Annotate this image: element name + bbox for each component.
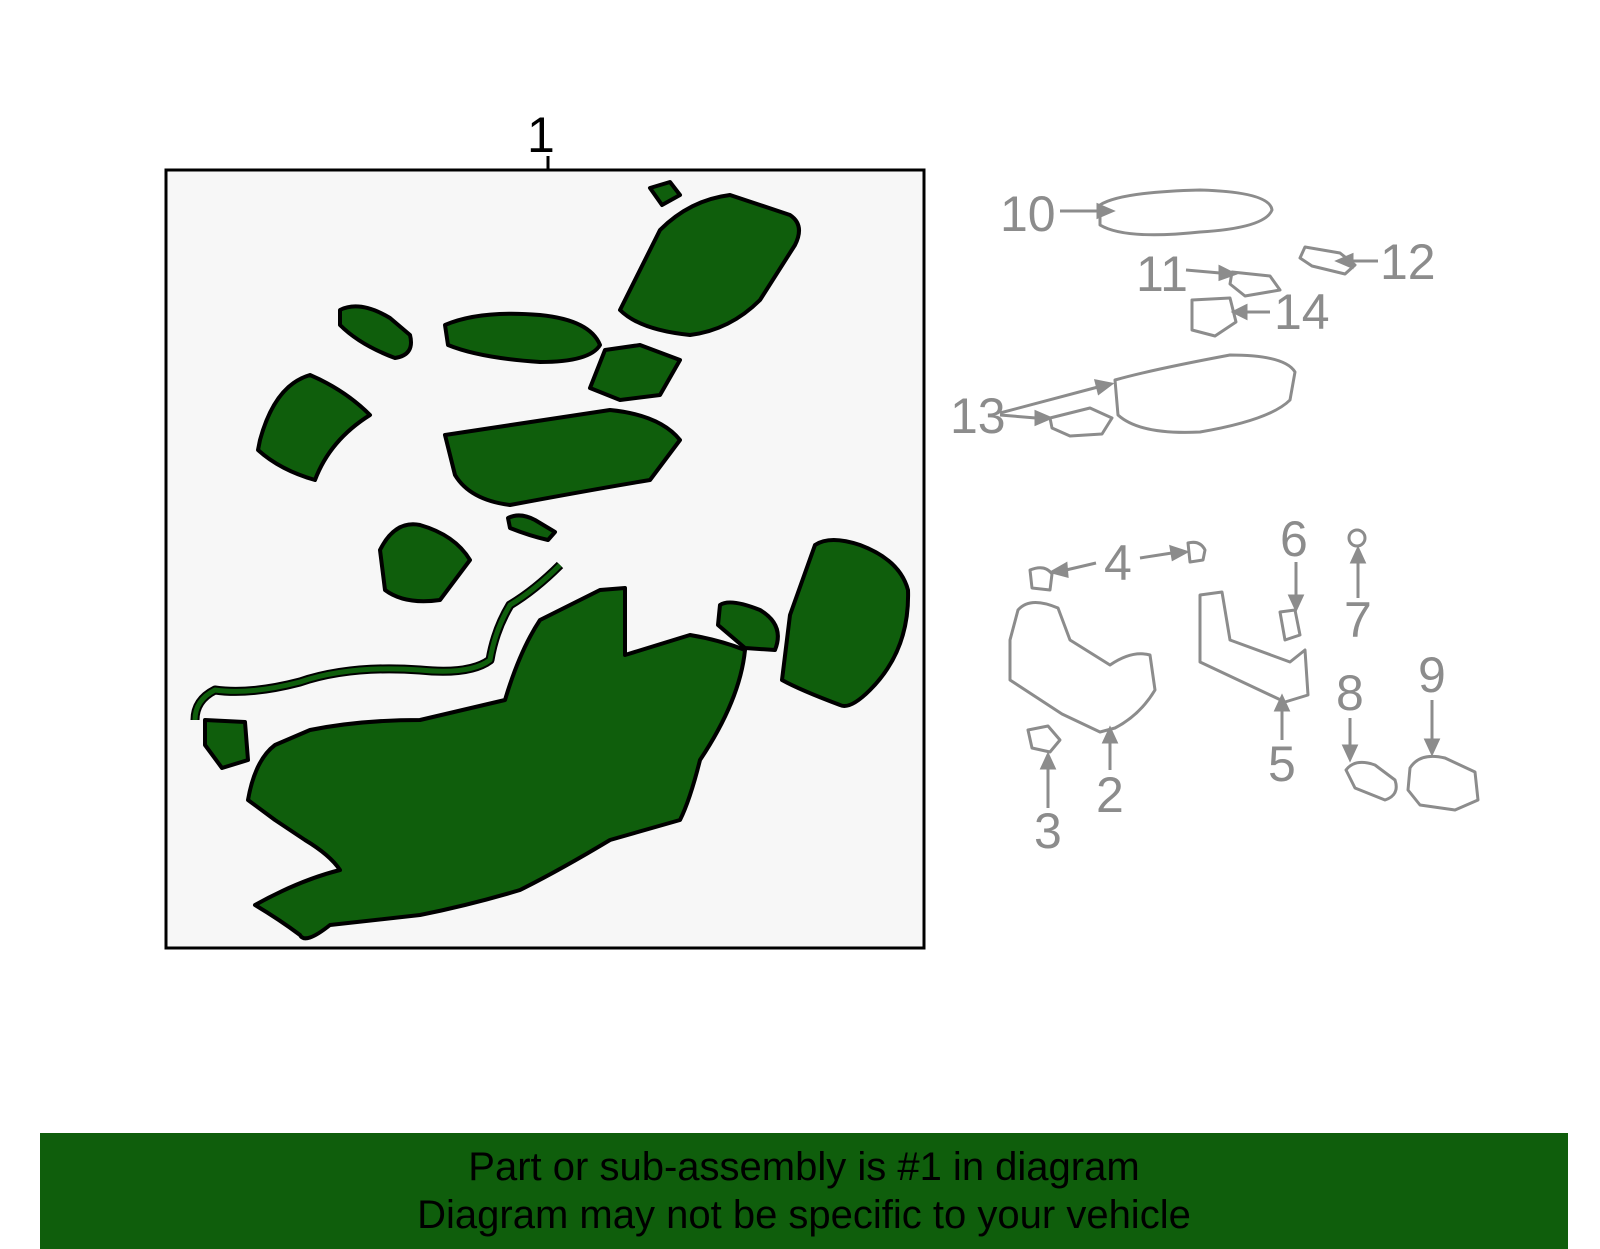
part-7 bbox=[1347, 528, 1367, 548]
storage-tray bbox=[443, 408, 682, 507]
banner-line-2: Diagram may not be specific to your vehi… bbox=[417, 1193, 1191, 1237]
cup-holder bbox=[378, 522, 472, 604]
part-14 bbox=[1190, 296, 1238, 338]
part-11 bbox=[1228, 270, 1282, 298]
connector bbox=[203, 718, 250, 770]
lid-small bbox=[338, 304, 413, 360]
part-3 bbox=[1026, 724, 1062, 754]
callout-14[interactable]: 14 bbox=[1274, 284, 1330, 340]
part-2 bbox=[1008, 601, 1157, 734]
callout-13[interactable]: 13 bbox=[950, 388, 1006, 444]
callout-3[interactable]: 3 bbox=[1034, 803, 1062, 859]
part-13a bbox=[1113, 353, 1297, 434]
part-9 bbox=[1406, 754, 1480, 812]
wiring-harness-core bbox=[192, 563, 562, 721]
hinge-bracket bbox=[588, 343, 682, 402]
part-5 bbox=[1198, 590, 1310, 704]
small-pad bbox=[506, 513, 557, 542]
callout-6[interactable]: 6 bbox=[1280, 511, 1308, 567]
rear-panel bbox=[780, 538, 911, 708]
callout-9[interactable]: 9 bbox=[1418, 647, 1446, 703]
banner-line-1: Part or sub-assembly is #1 in diagram bbox=[468, 1145, 1140, 1189]
console-body bbox=[246, 586, 747, 941]
part-4a bbox=[1028, 566, 1054, 592]
part-13b bbox=[1048, 406, 1114, 438]
console-assembly[interactable] bbox=[190, 180, 911, 941]
part-12 bbox=[1298, 245, 1357, 276]
callout-4[interactable]: 4 bbox=[1104, 535, 1132, 591]
callout-8[interactable]: 8 bbox=[1336, 665, 1364, 721]
callout-12[interactable]: 12 bbox=[1380, 234, 1436, 290]
ghost-parts bbox=[1008, 188, 1480, 812]
part-8 bbox=[1344, 760, 1398, 802]
callout-2[interactable]: 2 bbox=[1096, 767, 1124, 823]
rear-bin bbox=[618, 193, 801, 337]
small-pad-right bbox=[716, 600, 780, 652]
info-banner: Part or sub-assembly is #1 in diagram Di… bbox=[40, 1133, 1568, 1249]
callout-1[interactable]: 1 bbox=[527, 107, 555, 163]
callout-5[interactable]: 5 bbox=[1268, 736, 1296, 792]
side-trim bbox=[256, 373, 372, 482]
callout-10[interactable]: 10 bbox=[1000, 186, 1056, 242]
lid-pad bbox=[443, 311, 602, 364]
small-clip-top bbox=[648, 180, 682, 207]
callout-11[interactable]: 11 bbox=[1136, 246, 1188, 302]
part-10 bbox=[1098, 188, 1274, 237]
ghost-leaders bbox=[999, 202, 1441, 808]
callout-7[interactable]: 7 bbox=[1344, 592, 1372, 648]
part-6 bbox=[1278, 608, 1302, 642]
part-4b bbox=[1186, 540, 1207, 564]
